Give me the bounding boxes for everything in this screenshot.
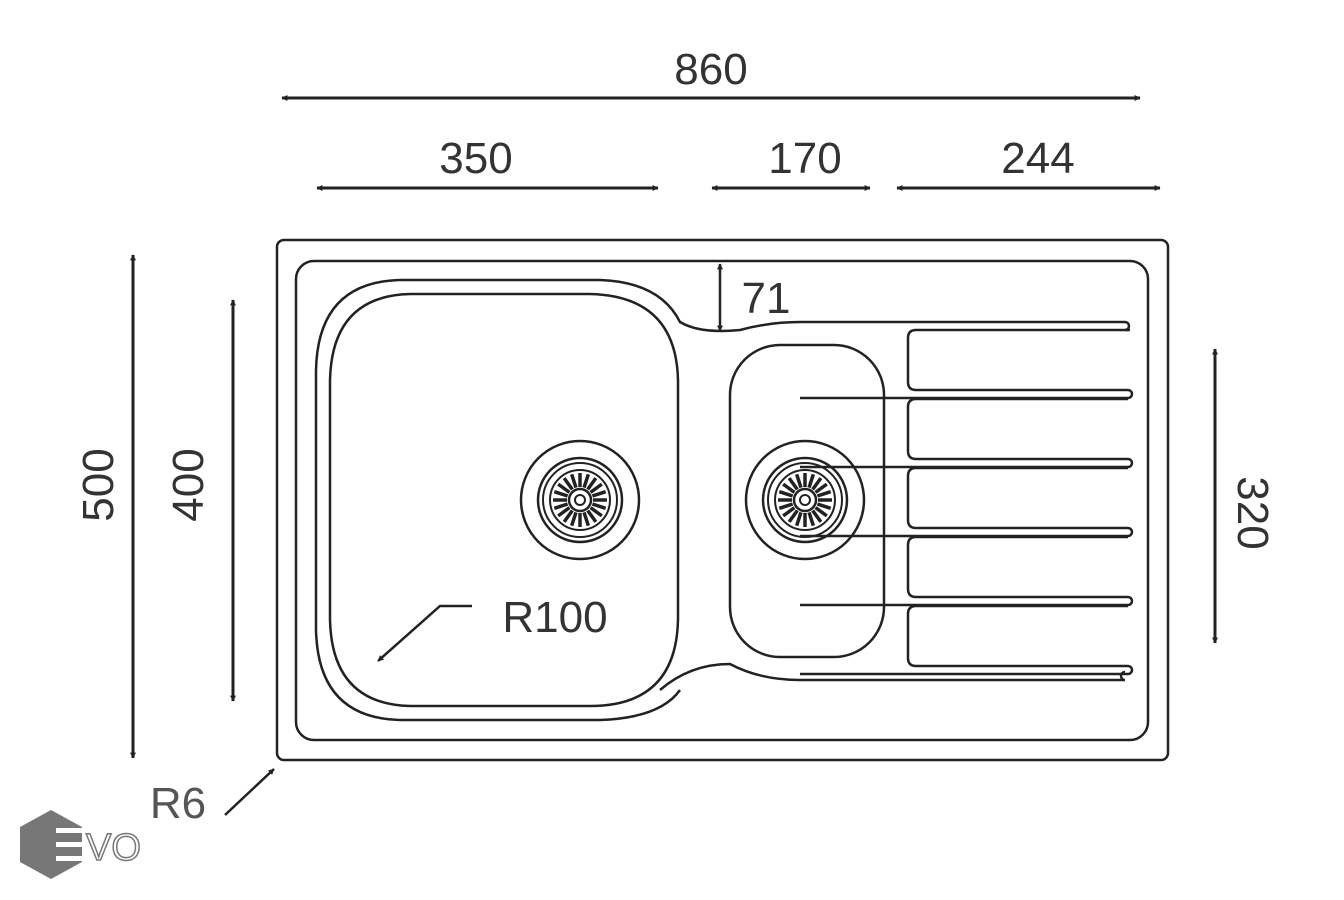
- drain-spoke: [591, 489, 607, 498]
- drain-center: [574, 494, 586, 506]
- main-bowl-drain: [519, 439, 641, 561]
- sink-inner-edge: [294, 259, 1150, 742]
- dim-corner-radius: R6: [150, 768, 275, 828]
- logo-text: VO: [86, 827, 141, 869]
- drain-spoke: [814, 482, 828, 494]
- dim-label-860: 860: [674, 45, 747, 94]
- drain-spoke: [816, 502, 832, 511]
- drain-flange: [519, 439, 641, 561]
- drain-spoke: [778, 489, 794, 498]
- drain-grate: [774, 469, 836, 531]
- drain-center: [799, 494, 811, 506]
- drain-spoke: [569, 511, 578, 527]
- drain-spoke: [794, 473, 803, 489]
- dim-drainer-depth: 320: [1212, 348, 1277, 644]
- drainer-groove: [800, 397, 1134, 469]
- drain-grate: [549, 469, 611, 531]
- dim-total-width: 860: [281, 45, 1141, 101]
- drain-flange: [744, 439, 866, 561]
- logo-e-mark: [56, 828, 84, 861]
- dim-label-244: 244: [1001, 134, 1074, 183]
- dim-label-71: 71: [742, 274, 791, 323]
- dim-label-r6: R6: [150, 779, 206, 828]
- drain-spoke: [816, 489, 832, 498]
- drain-spoke: [582, 511, 591, 527]
- drain-hub: [567, 487, 593, 513]
- drain-spoke: [811, 477, 823, 491]
- drain-spoke: [569, 473, 578, 489]
- dim-drainer-width: 244: [896, 134, 1161, 191]
- dim-label-400: 400: [164, 448, 213, 521]
- drainer-groove: [800, 328, 1134, 400]
- dim-deck-gap: 71: [717, 263, 791, 332]
- dim-label-350: 350: [439, 134, 512, 183]
- drain-spoke: [787, 477, 799, 491]
- drain-hub: [792, 487, 818, 513]
- drain-spoke: [811, 509, 823, 523]
- drain-spoke: [589, 506, 603, 518]
- drain-ring: [761, 456, 849, 544]
- drain-spoke: [807, 473, 816, 489]
- drain-spoke: [778, 502, 794, 511]
- dim-bowl-radius: R100: [377, 593, 608, 662]
- dim-label-170: 170: [768, 134, 841, 183]
- drain-spoke: [794, 511, 803, 527]
- dim-label-320: 320: [1228, 476, 1277, 549]
- drain-spoke: [589, 482, 603, 494]
- drain-spoke: [562, 477, 574, 491]
- drain-spoke: [562, 509, 574, 523]
- small-bowl-basin: [728, 343, 886, 659]
- drain-spoke: [586, 509, 598, 523]
- drain-spoke: [807, 511, 816, 527]
- drainer-groove: [800, 604, 1134, 676]
- drain-spoke: [553, 489, 569, 498]
- drain-spoke: [591, 502, 607, 511]
- dim-label-500: 500: [74, 448, 123, 521]
- dim-bowl-width: 350: [316, 134, 659, 191]
- drain-spoke: [787, 509, 799, 523]
- dim-small-bowl-width: 170: [711, 134, 871, 191]
- main-bowl-rim: [314, 278, 1131, 722]
- drainer-groove: [800, 466, 1134, 538]
- drain-spoke: [553, 502, 569, 511]
- dim-total-depth: 500: [74, 254, 136, 759]
- main-bowl-basin: [328, 292, 680, 708]
- drain-spoke: [557, 506, 571, 518]
- drain-ring-inner: [542, 462, 618, 538]
- drain-spoke: [782, 506, 796, 518]
- small-bowl-drain: [744, 439, 866, 561]
- drain-spoke: [582, 473, 591, 489]
- drain-spoke: [814, 506, 828, 518]
- drain-spoke: [557, 482, 571, 494]
- evo-logo: VO: [20, 810, 142, 879]
- dim-label-r100: R100: [502, 593, 607, 642]
- hexagon-logo-icon: [20, 810, 82, 879]
- drainer-groove: [800, 535, 1134, 607]
- drain-spoke: [782, 482, 796, 494]
- drain-ring: [536, 456, 624, 544]
- sink-outer-edge: [275, 238, 1170, 762]
- drain-spoke: [586, 477, 598, 491]
- drain-ring-inner: [767, 462, 843, 538]
- drainer-grooves: [800, 328, 1134, 676]
- dim-bowl-depth: 400: [164, 299, 236, 702]
